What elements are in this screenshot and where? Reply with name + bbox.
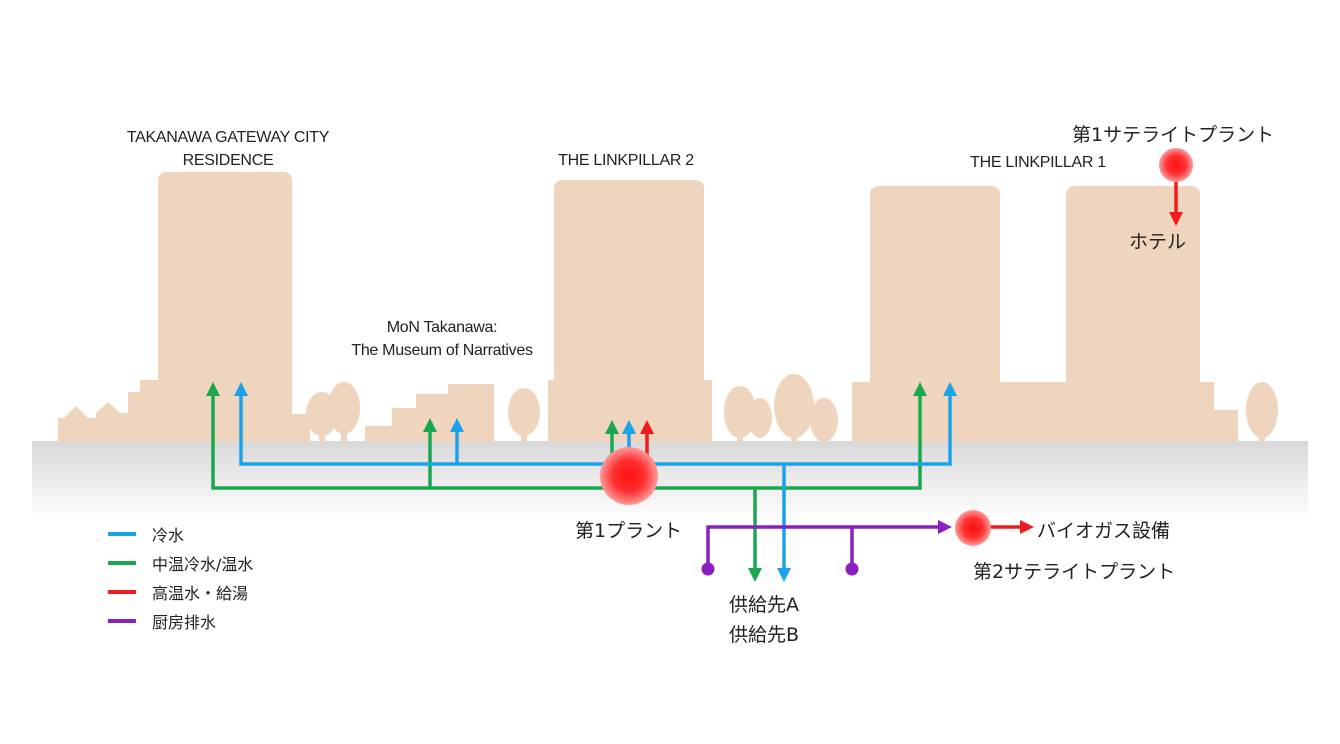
biogas-label: バイオガス設備 [1037,520,1171,542]
first-satellite-plant-label: 第1サテライトプラント [1072,124,1275,146]
blue-arrowheads [234,382,957,582]
legend-item-high-temp-water: 高温水・給湯 [108,577,253,606]
legend-swatch [108,531,136,536]
building-linkpillar1 [870,186,1000,442]
purple-markers [701,520,952,576]
legend-item-cold-water: 冷水 [108,519,253,548]
linkpillar2-label: THE LINKPILLAR 2 [558,152,694,169]
museum-label-line1: MoN Takanawa: [386,319,498,336]
red-arrowheads [640,212,1183,534]
hotel-label: ホテル [1129,231,1187,253]
museum-label-line2: The Museum of Narratives [351,342,533,359]
pipe-kitchen-drain [706,525,940,568]
legend-item-kitchen-drain: 厨房排水 [108,606,253,635]
green-arrowheads [206,382,927,582]
museum-label: MoN Takanawa: The Museum of Narratives [351,316,533,362]
legend-label: 厨房排水 [152,612,217,632]
legend-label: 中温冷水/温水 [152,554,254,574]
first-satellite-plant-icon [1159,148,1193,182]
supply-a-label: 供給先A [729,594,799,616]
linkpillar1-label: THE LINKPILLAR 1 [970,154,1106,171]
legend-swatch [108,560,136,565]
ground [32,441,1308,521]
first-plant-icon [600,447,658,505]
legend-swatch [108,618,136,623]
legend: 冷水 中温冷水/温水 高温水・給湯 厨房排水 [108,519,253,635]
building-hotel [1066,186,1200,442]
legend-label: 高温水・給湯 [152,583,249,603]
first-plant-label: 第1プラント [575,520,683,542]
legend-label: 冷水 [152,525,185,545]
residence-label-line2: RESIDENCE [182,152,274,169]
legend-swatch [108,589,136,594]
second-satellite-plant-label: 第2サテライトプラント [973,561,1176,583]
second-satellite-plant-icon [955,510,991,546]
building-residence [158,172,292,442]
supply-b-label: 供給先B [729,624,800,646]
legend-item-medium-temp-water: 中温冷水/温水 [108,548,253,577]
building-linkpillar2 [554,180,704,442]
residence-label-line1: TAKANAWA GATEWAY CITY [126,129,330,146]
skyline [58,172,1278,442]
residence-label: TAKANAWA GATEWAY CITY RESIDENCE [126,126,330,172]
